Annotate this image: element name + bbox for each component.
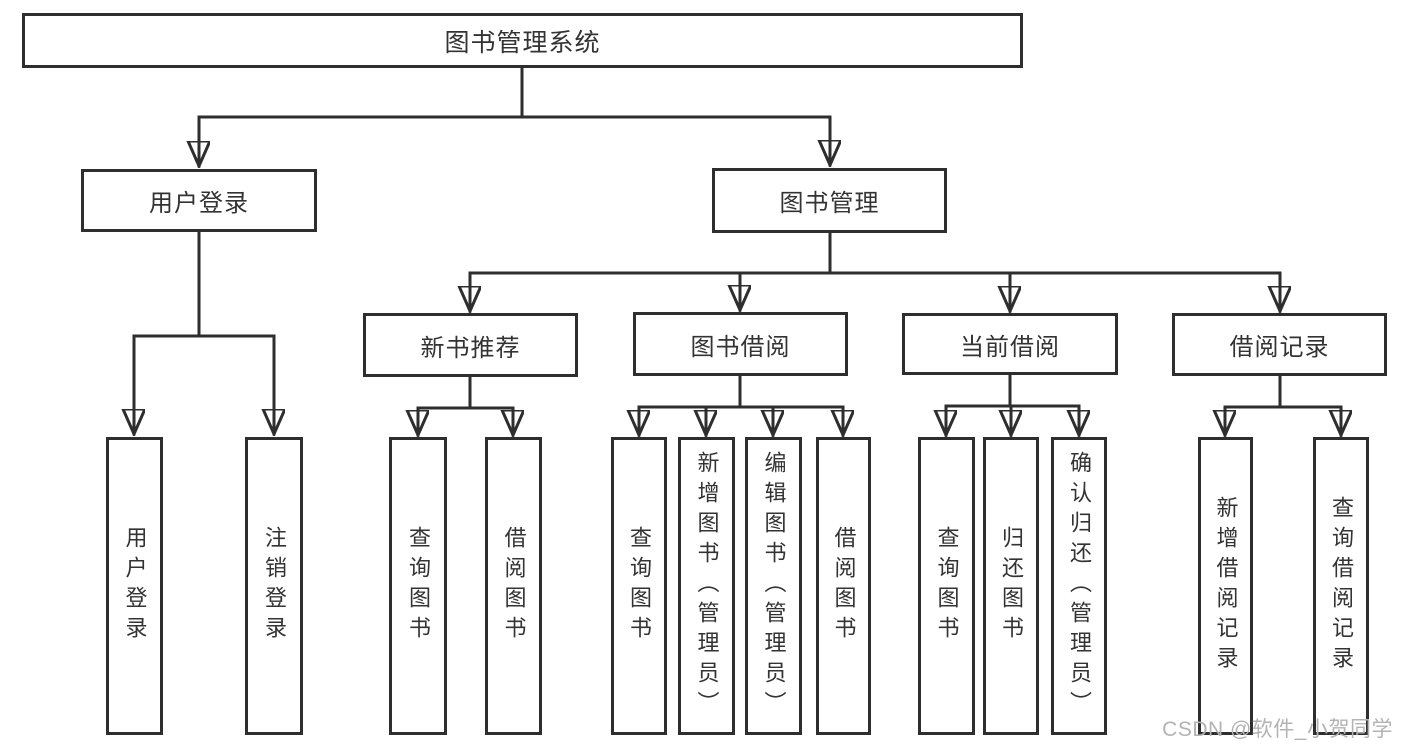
- node-label: 图书管理系统: [444, 28, 601, 57]
- leaf-label: 新增借阅记录: [1213, 496, 1239, 676]
- connector-borrow-records: [1225, 373, 1341, 435]
- node-label: 新书推荐: [420, 334, 521, 362]
- node-label: 图书借阅: [690, 333, 791, 361]
- csdn-watermark: CSDN @软件_小贺同学: [1162, 718, 1393, 741]
- leaf-label: 编辑图书（管理员）: [761, 451, 787, 721]
- leaf-user-login: 用户登录: [106, 437, 163, 735]
- leaf-label: 确认归还（管理员）: [1067, 451, 1092, 721]
- leaf-label: 查询图书: [406, 526, 431, 646]
- node-user-login: 用户登录: [81, 169, 317, 232]
- connector-user-login: [134, 229, 274, 434]
- node-new-book-recommend: 新书推荐: [363, 313, 578, 377]
- leaf-logout: 注销登录: [245, 437, 303, 735]
- leaf-edit-book-admin: 编辑图书（管理员）: [745, 437, 802, 735]
- leaf-label: 借阅图书: [831, 526, 857, 646]
- connector-root: [199, 64, 830, 166]
- node-book-management-system: 图书管理系统: [22, 13, 1023, 68]
- leaf-label: 用户登录: [122, 526, 148, 646]
- node-current-borrow: 当前借阅: [902, 313, 1118, 375]
- node-label: 图书管理: [779, 190, 880, 217]
- leaf-query-books-recommend: 查询图书: [389, 437, 447, 735]
- leaf-label: 借阅图书: [501, 526, 527, 646]
- leaf-add-book-admin: 新增图书（管理员）: [678, 437, 735, 735]
- leaf-borrow-books-recommend: 借阅图书: [485, 437, 542, 735]
- leaf-return-book: 归还图书: [983, 437, 1039, 735]
- leaf-add-borrow-record: 新增借阅记录: [1198, 437, 1253, 735]
- leaf-label: 新增图书（管理员）: [694, 451, 720, 721]
- leaf-query-borrow-record: 查询借阅记录: [1313, 437, 1369, 735]
- leaf-query-books-borrow: 查询图书: [611, 437, 667, 735]
- node-book-borrow: 图书借阅: [633, 312, 848, 376]
- leaf-query-books-current: 查询图书: [918, 437, 975, 735]
- node-label: 当前借阅: [960, 333, 1060, 361]
- leaf-label: 归还图书: [999, 526, 1024, 646]
- connector-book-management: [470, 230, 1280, 311]
- node-label: 借阅记录: [1229, 334, 1330, 361]
- connector-book-borrow: [639, 373, 843, 435]
- leaf-label: 查询借阅记录: [1329, 496, 1354, 676]
- leaf-label: 查询图书: [934, 526, 960, 646]
- node-borrow-records: 借阅记录: [1172, 313, 1387, 376]
- leaf-confirm-return-admin: 确认归还（管理员）: [1051, 437, 1107, 735]
- node-book-management: 图书管理: [712, 168, 947, 233]
- connector-current-borrow: [946, 372, 1079, 435]
- connector-new-book-recommend: [418, 374, 513, 435]
- node-label: 用户登录: [149, 190, 249, 217]
- leaf-label: 注销登录: [262, 526, 287, 646]
- leaf-borrow-book: 借阅图书: [816, 437, 871, 735]
- leaf-label: 查询图书: [627, 526, 652, 646]
